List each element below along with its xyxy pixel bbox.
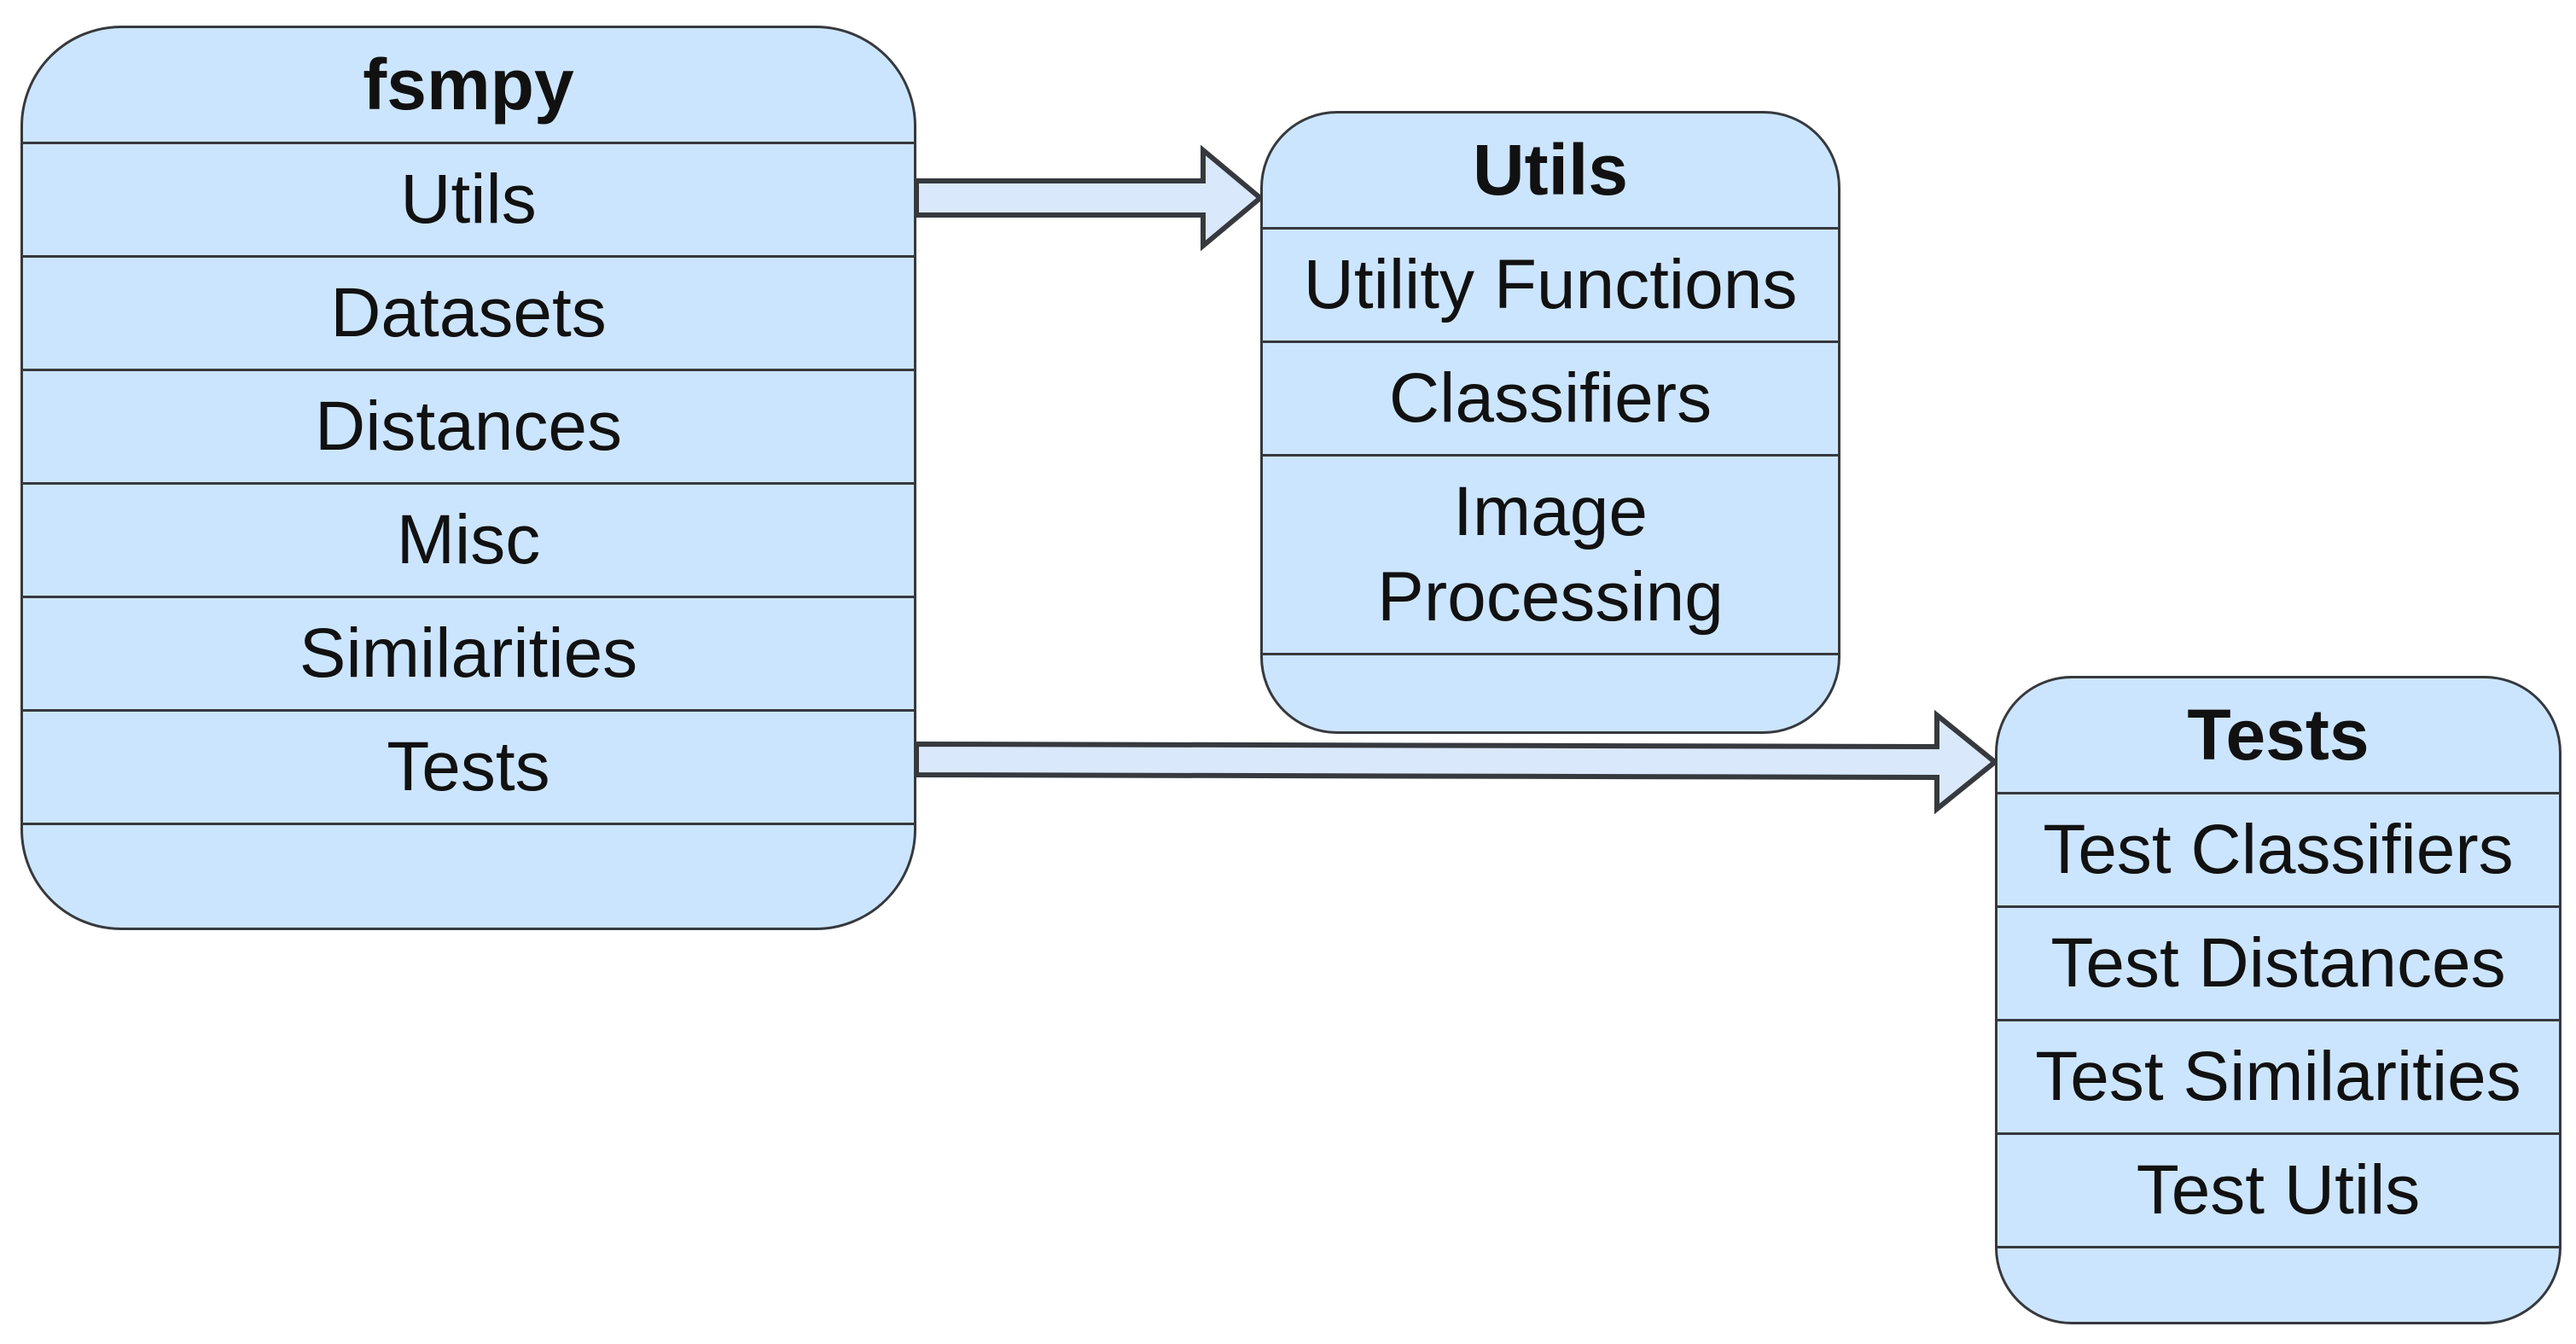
tests-item-test-distances: Test Distances bbox=[1997, 905, 2559, 1019]
fsmpy-item-tests: Tests bbox=[23, 709, 914, 823]
utils-title: Utils bbox=[1472, 130, 1629, 210]
tests-module-box: Tests Test Classifiers Test Distances Te… bbox=[1995, 676, 2561, 1324]
tests-item-test-classifiers: Test Classifiers bbox=[1997, 792, 2559, 905]
fsmpy-item-datasets: Datasets bbox=[23, 255, 914, 369]
tests-empty-section bbox=[1997, 1246, 2559, 1322]
arrow-utils-to-utils-module bbox=[914, 144, 1265, 252]
tests-item-test-utils: Test Utils bbox=[1997, 1132, 2559, 1246]
utils-empty-section bbox=[1263, 653, 1838, 731]
utils-item-image-processing: Image Processing bbox=[1263, 454, 1838, 653]
fsmpy-title: fsmpy bbox=[363, 44, 574, 125]
tests-title: Tests bbox=[2187, 695, 2370, 775]
utils-item-classifiers: Classifiers bbox=[1263, 340, 1838, 454]
fsmpy-item-distances: Distances bbox=[23, 369, 914, 482]
utils-module-box: Utils Utility Functions Classifiers Imag… bbox=[1260, 111, 1840, 734]
fsmpy-item-similarities: Similarities bbox=[23, 596, 914, 709]
utils-item-utility-functions: Utility Functions bbox=[1263, 227, 1838, 340]
arrow-tests-to-tests-module bbox=[914, 709, 1999, 815]
fsmpy-package-box: fsmpy Utils Datasets Distances Misc Simi… bbox=[20, 26, 916, 930]
tests-item-test-similarities: Test Similarities bbox=[1997, 1019, 2559, 1132]
fsmpy-item-utils: Utils bbox=[23, 142, 914, 255]
fsmpy-item-misc: Misc bbox=[23, 482, 914, 596]
fsmpy-empty-section bbox=[23, 823, 914, 928]
